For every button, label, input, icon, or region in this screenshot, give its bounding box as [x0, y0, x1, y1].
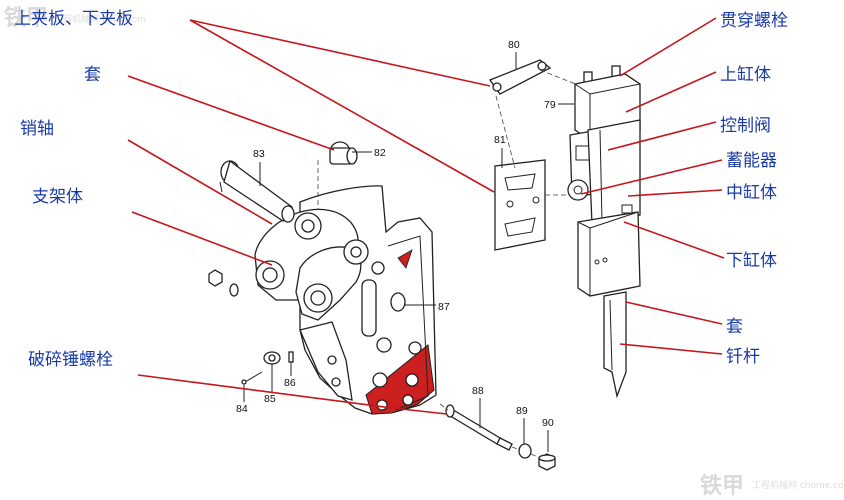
label-bracket-body: 支架体	[32, 187, 83, 207]
part-num-86: 86	[284, 377, 296, 389]
bracket-body-part	[254, 185, 437, 415]
watermark-bottom: 铁甲 工程机械网 chome.com	[700, 473, 844, 499]
part-num-79: 79	[544, 99, 556, 111]
label-upper-lower-plate: 上夹板、下夹板	[14, 9, 133, 29]
label-pin-shaft: 销轴	[20, 119, 54, 139]
part-num-90: 90	[542, 417, 554, 429]
label-lower-cylinder: 下缸体	[726, 250, 777, 271]
clamp-plate-80	[488, 59, 552, 95]
svg-text:铁甲: 铁甲	[700, 473, 744, 499]
part-num-83: 83	[253, 148, 265, 160]
label-middle-cylinder: 中缸体	[726, 182, 777, 203]
part-num-81: 81	[494, 134, 506, 146]
breaker-bolt-part	[445, 404, 556, 471]
hammer-body-part	[567, 65, 641, 399]
part-num-88: 88	[472, 385, 484, 397]
leader-lines	[127, 17, 725, 415]
fastener-small-parts	[208, 269, 294, 385]
label-accumulator: 蓄能器	[726, 151, 777, 171]
part-num-80: 80	[508, 39, 520, 51]
part-num-87: 87	[438, 301, 450, 313]
part-num-89: 89	[516, 405, 528, 417]
label-control-valve: 控制阀	[720, 116, 771, 136]
part-num-82: 82	[374, 147, 386, 159]
part-num-84: 84	[236, 403, 248, 415]
svg-text:铁甲: 铁甲	[4, 5, 48, 31]
pin-shaft-part	[219, 159, 295, 223]
clamp-plate-81	[494, 159, 546, 251]
label-bushing-right: 套	[726, 317, 743, 337]
svg-text:工程机械网 tiejia.com: 工程机械网 tiejia.com	[54, 13, 146, 25]
label-bushing-left: 套	[84, 65, 101, 85]
svg-text:工程机械网 chome.com: 工程机械网 chome.com	[752, 479, 844, 491]
label-through-bolt: 贯穿螺栓	[720, 11, 788, 31]
watermark-top: 铁甲 工程机械网 tiejia.com	[4, 5, 146, 31]
callout-labels: 上夹板、下夹板 套 销轴 支架体 破碎锤螺栓 贯穿螺栓 上缸体 控制阀 蓄能器 …	[14, 9, 788, 370]
part-num-85: 85	[264, 393, 276, 405]
part-number-labels: 80 79 81 82 83 87 86 84 85 88 89 90	[236, 39, 574, 452]
label-upper-cylinder: 上缸体	[720, 64, 771, 85]
label-breaker-bolt: 破碎锤螺栓	[28, 350, 113, 370]
bushing-82-part	[329, 141, 358, 165]
label-chisel: 钎杆	[726, 347, 760, 367]
